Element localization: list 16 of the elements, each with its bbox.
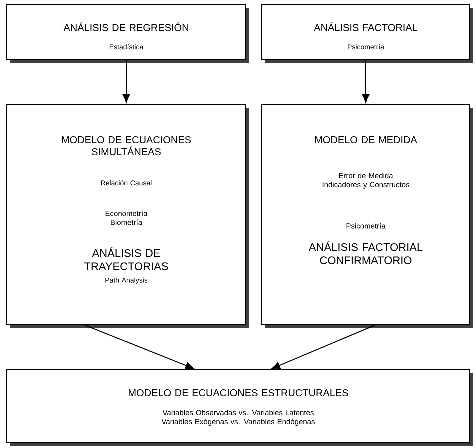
box-heading: MODELO DE MEDIDA — [315, 136, 418, 144]
arrow — [85, 325, 194, 370]
box-heading: MODELO DE ECUACIONES ESTRUCTURALES — [129, 389, 348, 397]
box-heading: ANÁLISIS DE REGRESIÓN — [64, 22, 188, 32]
arrow — [362, 60, 370, 104]
box-heading: ANÁLISIS FACTORIAL CONFIRMATORIO — [308, 242, 423, 264]
arrow — [122, 60, 130, 104]
box-heading: ANÁLISIS DE TRAYECTORIAS — [84, 248, 168, 270]
box-heading: MODELO DE ECUACIONES SIMULTÁNEAS — [62, 136, 192, 156]
arrow — [272, 325, 376, 370]
process-box — [262, 104, 473, 328]
box-heading: ANÁLISIS FACTORIAL — [314, 22, 418, 32]
process-box — [6, 104, 249, 328]
process-box — [6, 370, 473, 446]
process-box — [6, 4, 249, 63]
process-box — [262, 4, 473, 63]
